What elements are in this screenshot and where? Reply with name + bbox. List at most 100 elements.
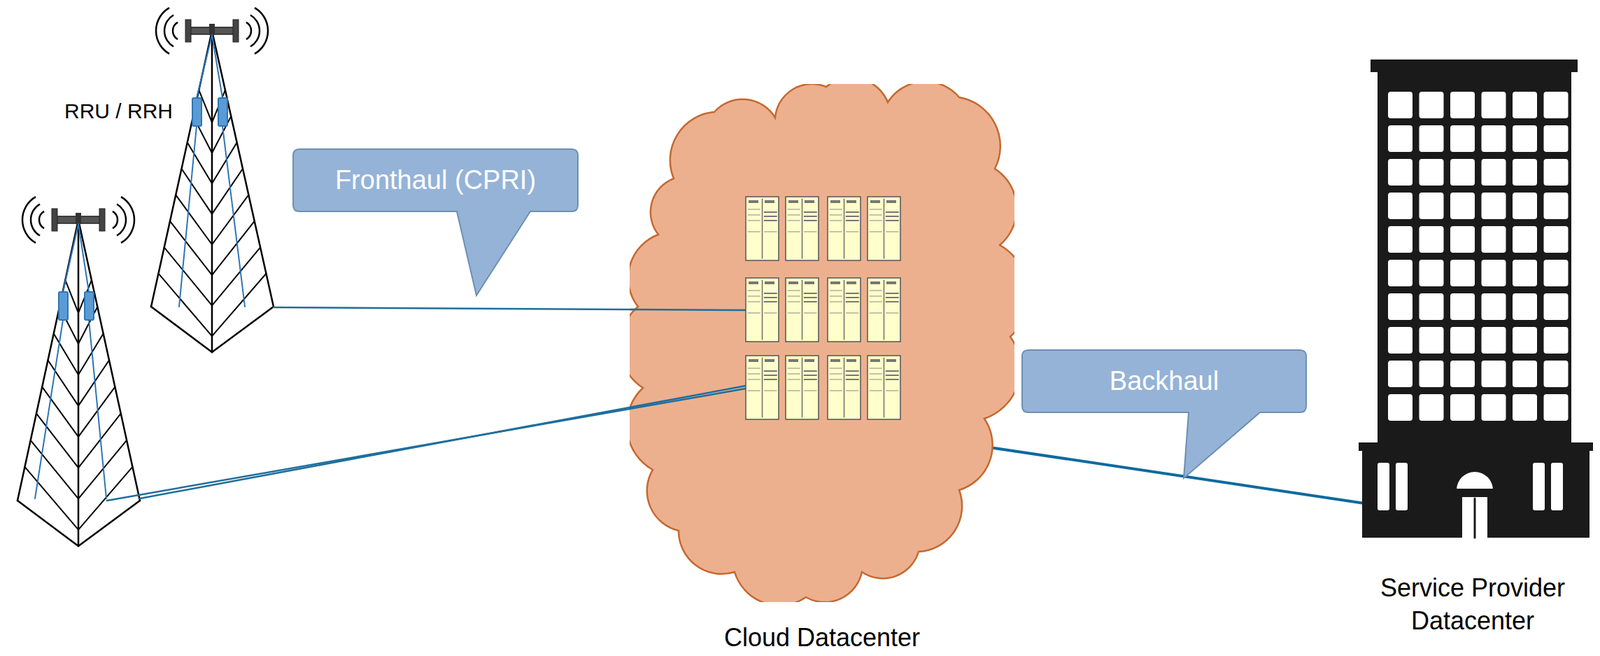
rack-line <box>764 231 778 233</box>
rack-dots <box>804 219 818 222</box>
rack-line <box>747 390 761 392</box>
tower-brace <box>175 194 212 245</box>
tower-brace <box>78 440 127 499</box>
rack-line <box>846 231 860 233</box>
rack-slot <box>788 358 799 362</box>
building-window <box>1481 360 1507 387</box>
building-window <box>1419 326 1444 354</box>
rack-line <box>886 312 899 314</box>
building-window <box>1512 225 1538 253</box>
callout-shape <box>293 149 578 296</box>
tower-leg <box>211 30 274 307</box>
tower-brace <box>78 413 122 468</box>
rack-dots <box>764 378 778 380</box>
building-window <box>1512 360 1538 387</box>
rack-dots <box>886 219 899 222</box>
tower-brace <box>211 168 243 215</box>
tower-base <box>151 306 212 352</box>
antenna-post <box>232 19 239 42</box>
rack-dots <box>804 211 818 213</box>
entrance-door <box>1462 496 1488 538</box>
rack-line <box>747 373 761 375</box>
tower-brace <box>164 246 212 306</box>
rack-line <box>829 367 843 369</box>
rack-dots <box>804 300 818 303</box>
node-text: Service Provider Datacenter <box>1350 570 1596 637</box>
tower-brace <box>170 221 212 275</box>
callout-box: Fronthaul (CPRI) <box>293 149 578 212</box>
rack-slot <box>804 281 815 285</box>
rack-line <box>747 231 761 233</box>
building-window <box>1512 326 1538 354</box>
rack-line <box>869 301 883 303</box>
rack-line <box>804 231 818 233</box>
building-door-panel <box>1532 462 1545 511</box>
rack-line <box>787 373 801 375</box>
rack-dots <box>764 219 778 222</box>
rack-dots <box>764 296 778 299</box>
rack-line <box>804 312 818 314</box>
rack-dots <box>764 215 778 217</box>
building-outline <box>1350 55 1596 546</box>
server-rack <box>745 355 779 420</box>
rack-line <box>869 379 883 380</box>
rack-line <box>787 312 801 314</box>
rack-slot <box>788 281 799 285</box>
building-window <box>1512 158 1538 186</box>
antenna-mast <box>75 212 82 224</box>
rack-line <box>804 390 818 392</box>
rru-cable <box>196 34 212 98</box>
radio-wave <box>39 211 45 229</box>
rack-dots <box>886 378 899 380</box>
node-text: Backhaul <box>1109 365 1219 396</box>
rack-line <box>869 367 883 369</box>
building-window <box>1419 393 1444 421</box>
building-window <box>1544 158 1569 186</box>
rack-line <box>764 390 778 392</box>
rack-line <box>787 379 801 380</box>
rack-line <box>886 390 899 392</box>
rack-dots <box>886 215 899 217</box>
rack-dots <box>804 378 818 380</box>
server-rack <box>867 277 901 342</box>
rack-divider <box>843 279 845 340</box>
tower-brace <box>158 273 212 336</box>
building-window <box>1450 393 1475 421</box>
rack-divider <box>801 198 803 259</box>
building-window <box>1481 393 1507 421</box>
rack-line <box>869 373 883 375</box>
tower-brace <box>30 440 79 499</box>
rack-line <box>787 290 801 292</box>
tower-brace <box>211 221 255 275</box>
building-window <box>1481 91 1507 119</box>
tower-brace <box>41 386 79 437</box>
building-window <box>1388 259 1413 287</box>
building-window <box>1481 192 1507 219</box>
rack-slot <box>870 281 881 285</box>
building-window <box>1544 326 1569 354</box>
callout-box: Backhaul <box>1022 349 1307 413</box>
rack-slot <box>764 200 775 203</box>
rack-line <box>829 312 843 314</box>
building-window <box>1388 225 1413 253</box>
rack-line <box>869 295 883 297</box>
rack-dots <box>764 211 778 213</box>
building-window <box>1388 192 1413 219</box>
rack-line <box>747 209 761 210</box>
rack-divider <box>801 357 803 417</box>
radio-wave <box>116 203 126 236</box>
rack-dots <box>886 300 899 303</box>
node-text: Fronthaul (CPRI) <box>335 165 536 196</box>
tower-brace <box>211 142 238 184</box>
tower-brace <box>211 246 261 306</box>
rack-slot <box>886 281 897 285</box>
rack-dots <box>764 374 778 376</box>
building-window <box>1388 326 1413 354</box>
building-window <box>1481 293 1507 320</box>
rack-slot <box>830 358 841 362</box>
cloud-shape <box>629 83 1015 602</box>
building-window <box>1419 158 1444 186</box>
rack-line <box>787 301 801 303</box>
rack-dots <box>804 370 818 372</box>
